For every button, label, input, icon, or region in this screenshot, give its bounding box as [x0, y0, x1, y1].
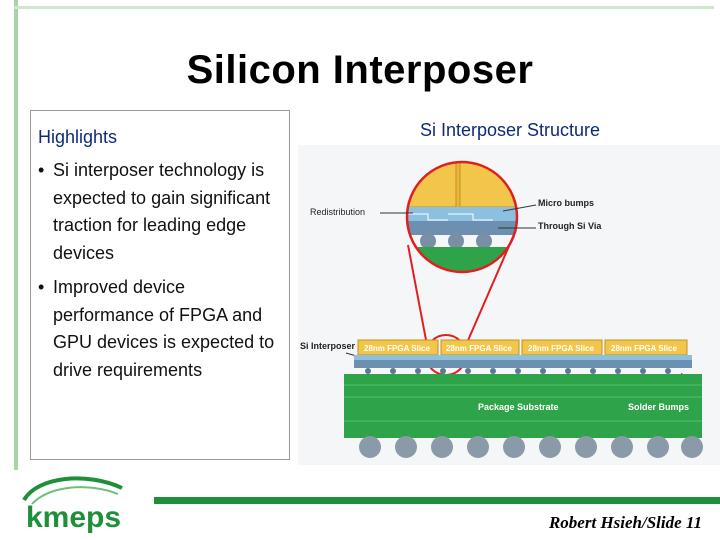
label-fpga-slice: 28nm FPGA Slice: [364, 344, 431, 353]
label-through-si-via: Through Si Via: [538, 221, 602, 231]
top-accent-rule: [14, 6, 714, 9]
interposer-layer: [354, 360, 692, 368]
left-accent-rule: [14, 0, 18, 470]
solder-balls: [359, 436, 703, 458]
interposer-structure-diagram: Redistribution Micro bumps Through Si Vi…: [298, 145, 720, 465]
label-fpga-slice: 28nm FPGA Slice: [528, 344, 595, 353]
logo-arc-icon: [22, 476, 123, 502]
label-redistribution: Redistribution: [310, 207, 365, 217]
label-solder-bumps: Solder Bumps: [628, 402, 689, 412]
highlights-bullets: • Si interposer technology is expected t…: [38, 157, 283, 384]
bullet-item: • Si interposer technology is expected t…: [38, 157, 283, 267]
logo-text: kmeps: [26, 501, 121, 534]
logo-arc-inner-icon: [31, 486, 119, 505]
redistribution-layer: [354, 355, 692, 360]
bump-row: [365, 368, 671, 374]
footer-slide-number: Robert Hsieh/Slide 11: [548, 513, 702, 532]
label-micro-bumps: Micro bumps: [538, 198, 594, 208]
slide-title: Silicon Interposer: [186, 48, 534, 92]
label-fpga-slice: 28nm FPGA Slice: [446, 344, 513, 353]
footer-bar: [154, 497, 720, 504]
bullet-item: • Improved device performance of FPGA an…: [38, 274, 283, 384]
bullet-text: Si interposer technology is expected to …: [53, 160, 271, 263]
bullet-text: Improved device performance of FPGA and …: [53, 277, 275, 380]
bullet-dot-icon: •: [38, 160, 45, 180]
substrate-stripes: [344, 384, 702, 422]
figure-heading: Si Interposer Structure: [419, 120, 601, 140]
kmeps-logo: kmeps: [22, 476, 123, 534]
label-fpga-slice: 28nm FPGA Slice: [611, 344, 678, 353]
highlights-box: [30, 110, 290, 460]
label-package-substrate: Package Substrate: [478, 402, 559, 412]
label-si-interposer: Si Interposer: [300, 341, 356, 351]
highlights-heading: Highlights: [38, 127, 118, 147]
bullet-dot-icon: •: [38, 277, 45, 297]
